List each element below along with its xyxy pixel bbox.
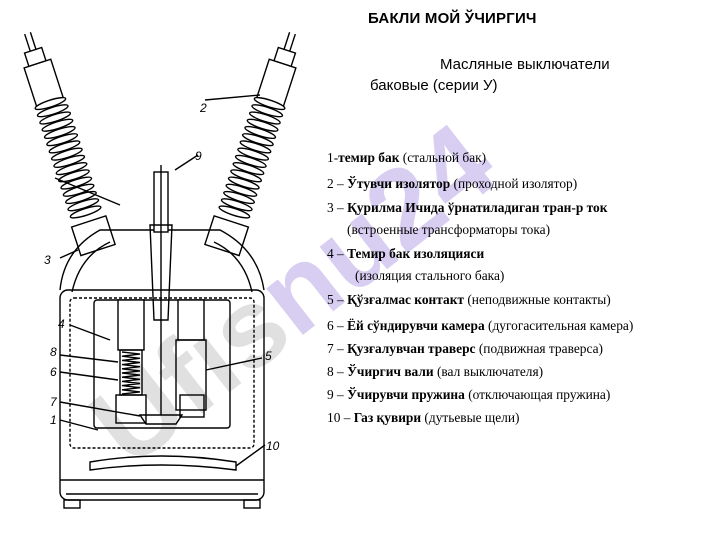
subtitle-line-2: баковые (серии У) bbox=[370, 77, 498, 94]
legend-translation: (отключающая пружина) bbox=[464, 387, 611, 402]
legend-num: 7 – bbox=[327, 341, 348, 356]
legend-term: Қурилма Ичида ўрнатиладиган тран-р ток bbox=[347, 200, 608, 215]
legend-num: 4 – bbox=[327, 246, 348, 261]
legend-item: 8 – Ўчиргич вали (вал выключателя) bbox=[327, 364, 543, 380]
legend-term: Темир бак изоляцияси bbox=[347, 246, 485, 261]
legend-translation: (изоляция стального бака) bbox=[355, 268, 505, 283]
legend-item: 7 – Қузғалувчан траверс (подвижная траве… bbox=[327, 341, 603, 357]
legend-translation: (встроенные трансформаторы тока) bbox=[347, 222, 551, 237]
traverse bbox=[138, 414, 184, 425]
legend-term: Қузғалувчан траверс bbox=[347, 341, 476, 356]
legend-num: 3 – bbox=[327, 200, 348, 215]
legend-term: Қўзғалмас контакт bbox=[347, 292, 464, 307]
legend-translation: (стальной бак) bbox=[399, 150, 487, 165]
left-bushing bbox=[23, 32, 117, 257]
diagram-label-2: 2 bbox=[199, 101, 207, 115]
legend-item: 9 – Ўчирувчи пружина (отключающая пружин… bbox=[327, 387, 610, 403]
diagram-label-5: 5 bbox=[265, 349, 272, 363]
right-bushing bbox=[203, 32, 297, 257]
legend-translation: (неподвижные контакты) bbox=[463, 292, 611, 307]
gas-pipe bbox=[89, 455, 237, 471]
legend-translation: (проходной изолятор) bbox=[450, 176, 578, 191]
legend-num: 1- bbox=[327, 150, 339, 165]
diagram-label-8: 8 bbox=[50, 345, 57, 359]
circuit-breaker-diagram: 2 9 3 4 8 6 7 1 5 10 bbox=[23, 32, 297, 509]
legend-num: 10 – bbox=[327, 410, 354, 425]
legend-translation: (подвижная траверса) bbox=[475, 341, 603, 356]
legend-item: 2 – Ўтувчи изолятор (проходной изолятор) bbox=[327, 176, 577, 192]
legend-num: 2 – bbox=[327, 176, 348, 191]
legend-translation: (вал выключателя) bbox=[433, 364, 544, 379]
legend-term: Ўчиргич вали bbox=[347, 364, 434, 379]
legend-term: Ёй сўндирувчи камера bbox=[347, 318, 485, 333]
diagram-label-3: 3 bbox=[44, 253, 51, 267]
subtitle-line-1: Масляные выключатели bbox=[440, 56, 610, 73]
legend-item: 6 – Ёй сўндирувчи камера (дугогасительна… bbox=[327, 318, 633, 334]
legend-translation: (дугогасительная камера) bbox=[484, 318, 634, 333]
legend-num: 8 – bbox=[327, 364, 348, 379]
page-subtitle: Масляные выключатели баковые (серии У) bbox=[370, 54, 670, 96]
legend-item: 3 – Қурилма Ичида ўрнатиладиган тран-р т… bbox=[327, 200, 607, 238]
legend-item: 10 – Газ қувири (дутьевые щели) bbox=[327, 410, 519, 426]
legend-translation: (дутьевые щели) bbox=[421, 410, 520, 425]
legend-num: 9 – bbox=[327, 387, 348, 402]
arc-chamber-left bbox=[115, 299, 147, 424]
diagram-label-7: 7 bbox=[50, 395, 58, 409]
arc-chamber-right bbox=[175, 299, 207, 418]
legend-term: Газ қувири bbox=[353, 410, 422, 425]
legend-term: Ўчирувчи пружина bbox=[347, 387, 465, 402]
page-title: БАКЛИ МОЙ ЎЧИРГИЧ bbox=[368, 10, 537, 27]
diagram-label-6: 6 bbox=[50, 365, 57, 379]
diagram-label-9: 9 bbox=[195, 149, 202, 163]
diagram-label-4: 4 bbox=[58, 317, 65, 331]
legend-item: 1-темир бак (стальной бак) bbox=[327, 150, 486, 166]
legend-item: 4 – Темир бак изоляцияси (изоляция сталь… bbox=[327, 246, 504, 284]
diagram-label-1: 1 bbox=[50, 413, 57, 427]
steel-tank bbox=[59, 289, 265, 501]
legend-term: Ўтувчи изолятор bbox=[347, 176, 451, 191]
legend-term: темир бак bbox=[338, 150, 400, 165]
legend-num: 6 – bbox=[327, 318, 348, 333]
legend-num: 5 – bbox=[327, 292, 348, 307]
legend-item: 5 – Қўзғалмас контакт (неподвижные конта… bbox=[327, 292, 611, 308]
diagram-label-10: 10 bbox=[266, 439, 280, 453]
